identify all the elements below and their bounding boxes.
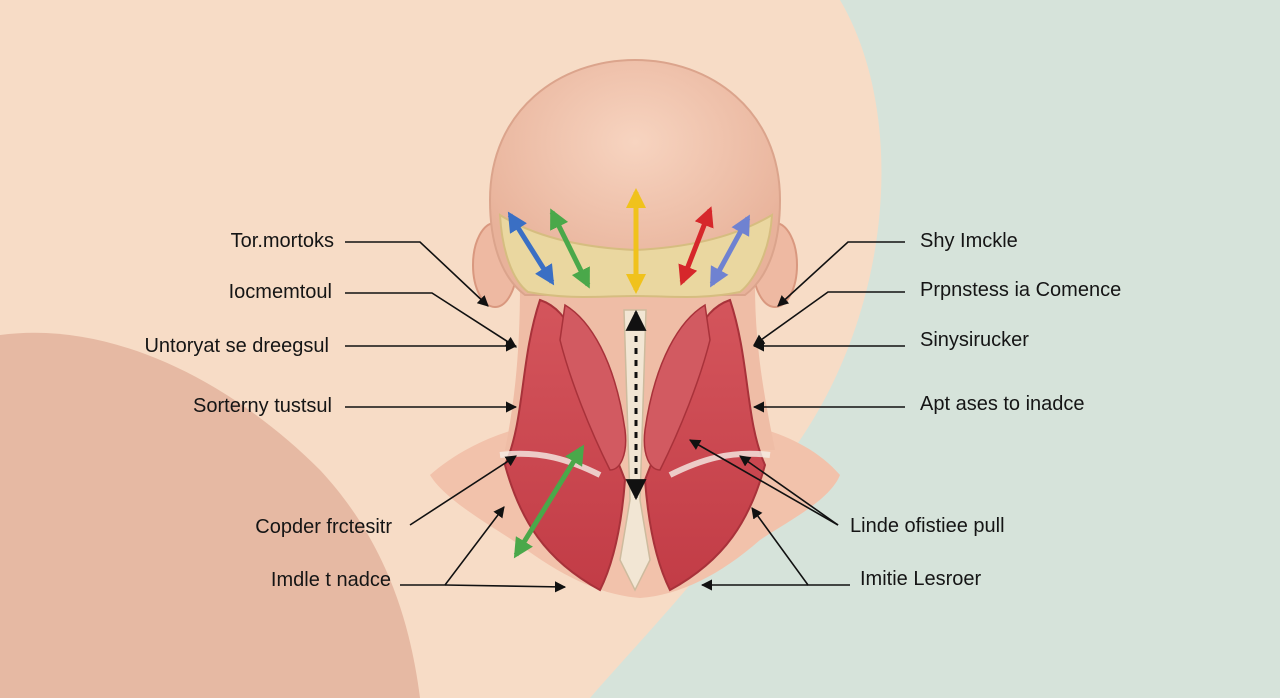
right-label-1: Shy Imckle	[920, 230, 1018, 252]
left-label-5: Copder frctesitr	[255, 516, 392, 538]
right-label-2: Prpnstess ia Comence	[920, 279, 1122, 301]
left-label-3: Untoryat se dreegsul	[144, 335, 329, 357]
right-splenius-muscle	[643, 303, 711, 471]
blue-motion-arrow-left	[507, 211, 555, 286]
right-label-3: Sinysirucker	[920, 329, 1029, 351]
periwinkle-motion-arrow-right	[709, 214, 751, 288]
left-label-2: Iocmemtoul	[228, 281, 332, 303]
right-label-5: Linde ofistiee pull	[850, 515, 1005, 537]
green-motion-arrow-lower	[513, 444, 585, 559]
left-leader-lines	[345, 241, 567, 593]
red-motion-arrow-right	[678, 206, 714, 286]
green-motion-arrow-left	[549, 208, 591, 289]
left-splenius-muscle	[559, 303, 627, 471]
background-rose-area	[0, 332, 420, 698]
left-label-4: Sorterny tustsul	[193, 395, 332, 417]
right-leader-lines	[689, 241, 905, 591]
left-label-1: Tor.mortoks	[230, 230, 334, 252]
right-label-6: Imitie Lesroer	[860, 568, 982, 590]
right-label-4: Apt ases to inadce	[920, 393, 1085, 415]
right-tendon	[668, 450, 771, 478]
left-label-6: Imdle t nadce	[270, 569, 391, 591]
